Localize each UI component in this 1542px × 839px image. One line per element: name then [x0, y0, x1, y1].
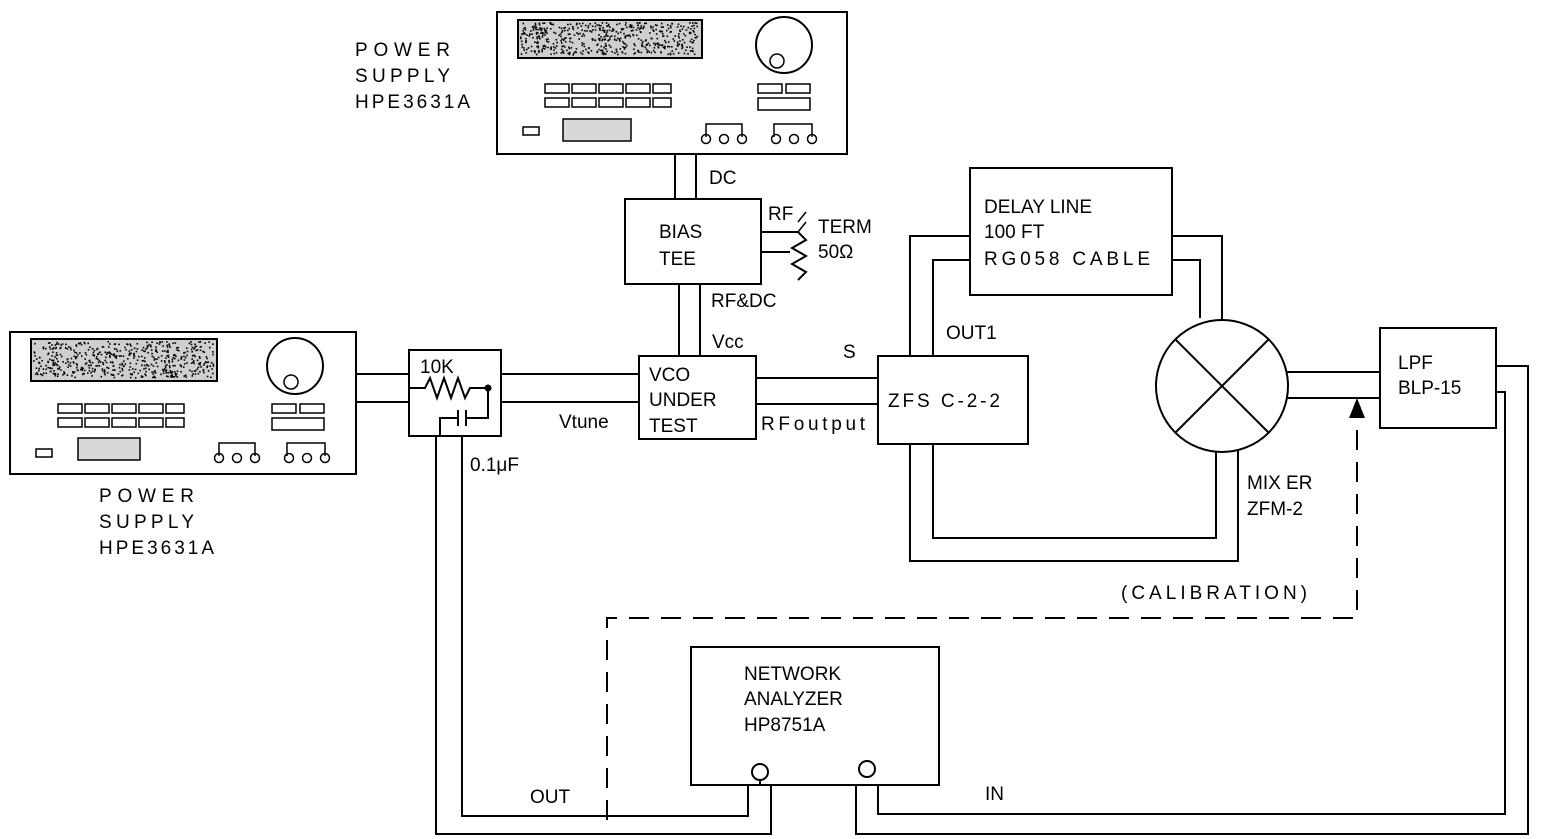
- label-out1: OUT1: [946, 323, 997, 344]
- bias-tee-label-2: TEE: [659, 249, 696, 270]
- vco-label-1: VCO: [649, 365, 690, 386]
- vco-under-test: [638, 355, 757, 440]
- wiring: [356, 154, 1529, 835]
- power-supply-left-label-1: POWER: [99, 486, 194, 507]
- label-10k: 10K: [420, 357, 454, 378]
- power-supply-top-terminals: [700, 123, 818, 145]
- power-supply-left-knob: [266, 337, 324, 395]
- network-analyzer-label-1: NETWORK: [744, 664, 841, 685]
- capacitor-0.1uf: [439, 410, 467, 436]
- power-supply-left-vent: [77, 437, 141, 461]
- network-analyzer-label-3: HP8751A: [744, 715, 826, 736]
- power-supply-top-switch: [522, 126, 540, 136]
- splitter-label: ZFS C-2-2: [888, 391, 1000, 412]
- lpf-label-1: LPF: [1398, 353, 1433, 374]
- label-vcc: Vcc: [712, 332, 744, 353]
- label-calibration: (CALIBRATION): [1121, 583, 1307, 604]
- power-supply-left-terminals: [213, 442, 331, 464]
- power-supply-left-display: [30, 338, 218, 382]
- network-analyzer: [690, 646, 940, 786]
- power-supply-top-label-1: POWER: [355, 40, 450, 61]
- lpf-label-2: BLP-15: [1398, 378, 1461, 399]
- label-dc: DC: [709, 168, 736, 189]
- delay-line-label-3: RG058 CABLE: [984, 249, 1150, 270]
- power-supply-left-label-3: HPE3631A: [99, 538, 214, 559]
- power-supply-top-knob: [755, 16, 813, 74]
- label-term: TERM: [818, 217, 872, 238]
- power-supply-left-label-2: SUPPLY: [99, 512, 194, 533]
- delay-line: [969, 167, 1173, 296]
- power-splitter: [877, 355, 1029, 445]
- vco-label-2: UNDER: [649, 390, 717, 411]
- power-supply-top-vent: [562, 118, 632, 142]
- low-pass-filter: [1379, 327, 1497, 429]
- label-s: S: [843, 342, 856, 363]
- power-supply-left: [9, 331, 357, 475]
- delay-line-label-2: 100 FT: [984, 222, 1045, 243]
- label-rf-dc: RF&DC: [711, 291, 776, 312]
- delay-line-label-1: DELAY LINE: [984, 197, 1092, 218]
- rf-termination: [761, 211, 809, 281]
- label-out: OUT: [530, 787, 571, 808]
- mixer-label-1: MIX ER: [1247, 473, 1312, 494]
- calibration-arrow: [1349, 398, 1365, 418]
- network-analyzer-out-port: [751, 763, 769, 786]
- network-analyzer-label-2: ANALYZER: [744, 689, 843, 710]
- label-rf: RF: [768, 204, 793, 225]
- power-supply-left-keypad: [57, 403, 325, 431]
- label-vtune: Vtune: [559, 412, 609, 433]
- power-supply-left-switch: [35, 448, 53, 458]
- label-50-ohm: 50Ω: [818, 242, 853, 263]
- rc-network: [408, 349, 502, 437]
- power-supply-top: [496, 11, 848, 155]
- label-0.1uf: 0.1μF: [470, 455, 519, 476]
- resistor-10k: [410, 374, 492, 419]
- bias-tee-label-1: BIAS: [659, 222, 702, 243]
- bias-tee: [624, 198, 762, 285]
- label-in: IN: [985, 784, 1004, 805]
- label-rf-output: RFoutput: [761, 414, 866, 435]
- network-analyzer-in-port: [858, 760, 876, 778]
- power-supply-top-keypad: [544, 83, 811, 111]
- power-supply-top-label-2: SUPPLY: [355, 66, 450, 87]
- mixer: [1155, 319, 1289, 453]
- mixer-label-2: ZFM-2: [1247, 499, 1303, 520]
- vco-label-3: TEST: [649, 416, 698, 437]
- power-supply-top-label-3: HPE3631A: [355, 92, 470, 113]
